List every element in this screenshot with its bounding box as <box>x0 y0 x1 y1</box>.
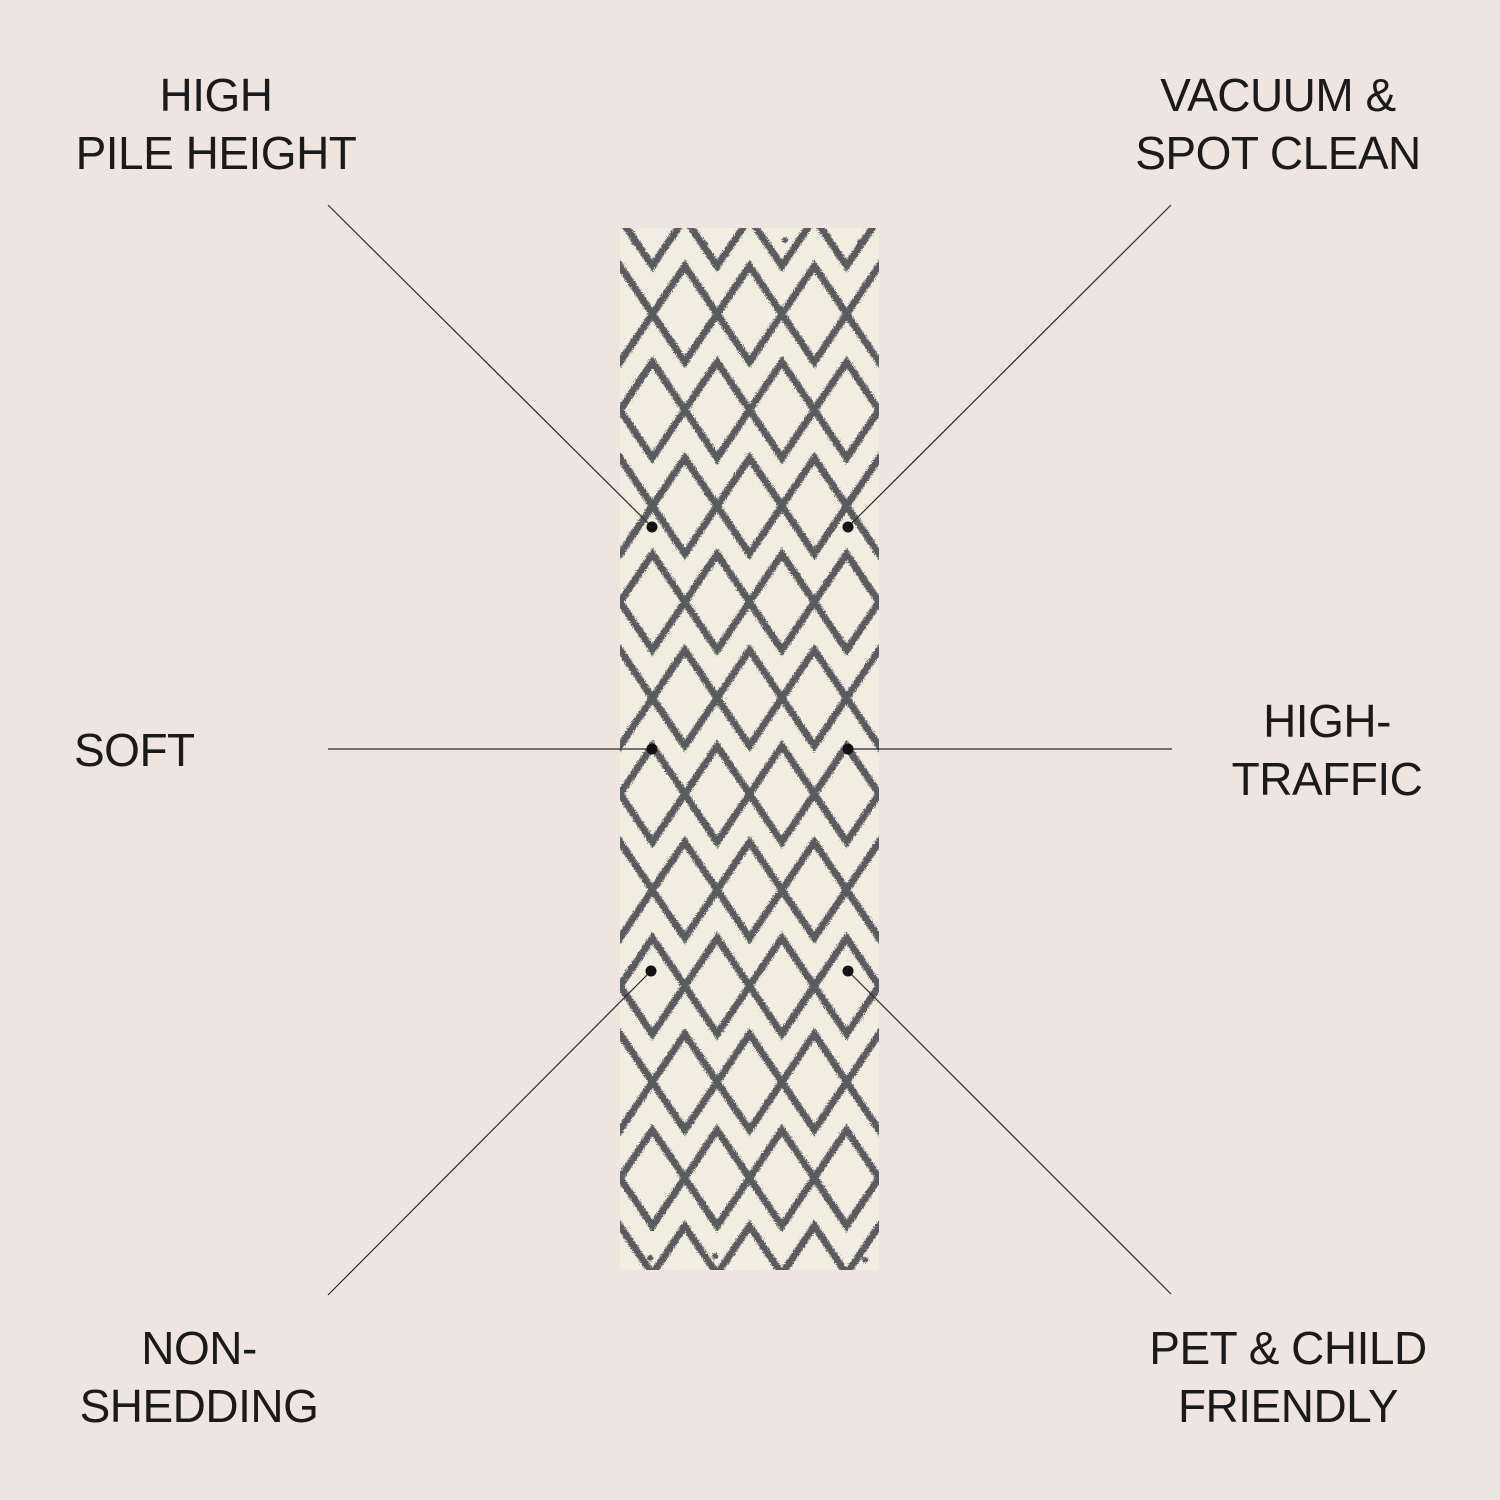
lattice-diamond <box>745 931 819 1041</box>
lattice-diamond <box>810 1123 879 1233</box>
lattice-diamond <box>620 739 690 849</box>
callout-dot-pet-child <box>842 965 854 977</box>
lattice-diamond <box>777 259 851 369</box>
lattice-diamond <box>648 259 722 369</box>
lattice-diamond <box>777 835 851 945</box>
callout-dot-soft <box>646 743 658 755</box>
lattice-diamond <box>816 228 877 273</box>
feature-label-pet-child-friendly: PET & CHILD FRIENDLY <box>1146 1319 1430 1435</box>
lattice-diamond <box>680 931 754 1041</box>
lattice-diamond <box>620 835 657 945</box>
rug-tuft <box>862 1257 868 1263</box>
lattice-diamond <box>680 739 754 849</box>
lattice-diamond <box>620 1123 690 1233</box>
lattice-diamond <box>842 451 879 561</box>
lattice-diamond <box>712 835 787 945</box>
lattice-diamond <box>648 835 722 945</box>
feature-label-line: VACUUM & <box>1160 69 1396 121</box>
lattice-diamond <box>680 355 754 465</box>
feature-label-line: NON- <box>141 1322 257 1374</box>
lattice-diamond <box>777 643 851 753</box>
lattice-diamond <box>745 355 819 465</box>
lattice-diamond <box>712 643 787 753</box>
feature-label-line: HIGH- <box>1263 695 1391 747</box>
callout-dot-high-traffic <box>842 743 854 755</box>
feature-label-non-shedding: NON- SHEDDING <box>74 1319 324 1435</box>
feature-label-high-traffic: HIGH- TRAFFIC <box>1226 692 1428 808</box>
callout-dot-non-shedding <box>645 965 657 977</box>
lattice-diamond <box>780 1219 849 1270</box>
feature-label-line: PET & CHILD <box>1149 1322 1427 1374</box>
feature-label-line: TRAFFIC <box>1231 753 1423 805</box>
lattice-diamond <box>777 451 851 561</box>
lattice-diamond <box>715 1219 784 1270</box>
rug-lattice-pattern <box>620 228 879 1270</box>
lattice-diamond <box>712 1027 787 1137</box>
lattice-diamond <box>648 451 722 561</box>
lattice-diamond <box>745 547 819 657</box>
lattice-diamond <box>745 1123 819 1233</box>
lattice-diamond <box>620 547 690 657</box>
lattice-diamond <box>842 1027 879 1137</box>
lattice-diamond <box>712 451 787 561</box>
lattice-diamond <box>745 739 819 849</box>
lattice-diamond <box>620 451 657 561</box>
callout-line-non-shedding <box>327 970 652 1296</box>
callout-line-vacuum <box>847 204 1172 528</box>
lattice-diamond <box>842 835 879 945</box>
lattice-diamond <box>648 1027 722 1137</box>
lattice-diamond <box>620 1219 654 1270</box>
callout-line-high-pile <box>327 204 653 528</box>
lattice-diamond <box>752 228 812 273</box>
feature-label-soft: SOFT <box>74 721 195 779</box>
feature-label-line: FRIENDLY <box>1177 1380 1399 1432</box>
feature-label-vacuum-spot-clean: VACUUM & SPOT CLEAN <box>1128 66 1428 182</box>
feature-label-line: SPOT CLEAN <box>1135 127 1421 179</box>
rug-tuft <box>647 1255 653 1261</box>
lattice-diamond <box>810 931 879 1041</box>
lattice-diamond <box>842 259 879 369</box>
feature-label-high-pile-height: HIGH PILE HEIGHT <box>72 66 360 182</box>
rug-tuft <box>631 239 637 245</box>
feature-label-line: SOFT <box>74 724 195 776</box>
feature-label-line: PILE HEIGHT <box>75 127 357 179</box>
lattice-diamond <box>712 259 787 369</box>
lattice-diamond <box>620 643 657 753</box>
rug-tuft <box>702 241 708 247</box>
runner-rug-image <box>620 228 879 1270</box>
lattice-diamond <box>620 931 690 1041</box>
lattice-diamond <box>842 643 879 753</box>
rug-tuft <box>782 237 788 243</box>
lattice-diamond <box>810 355 879 465</box>
lattice-diamond <box>620 259 657 369</box>
lattice-diamond <box>622 228 683 273</box>
lattice-diamond <box>620 1027 657 1137</box>
lattice-diamond <box>680 1123 754 1233</box>
lattice-diamond <box>687 228 747 273</box>
callout-dot-vacuum <box>842 521 854 533</box>
callout-line-pet-child <box>847 970 1172 1295</box>
lattice-diamond <box>648 643 722 753</box>
lattice-diamond <box>650 1219 719 1270</box>
lattice-diamond <box>810 547 879 657</box>
lattice-diamond <box>810 739 879 849</box>
feature-label-line: SHEDDING <box>79 1380 319 1432</box>
lattice-diamond <box>620 355 690 465</box>
feature-label-line: HIGH <box>159 69 274 121</box>
lattice-diamond <box>845 1219 879 1270</box>
callout-dot-high-pile <box>646 521 658 533</box>
rug-tuft <box>712 1253 718 1259</box>
lattice-diamond <box>680 547 754 657</box>
rug-tuft <box>857 239 863 245</box>
lattice-diamond <box>777 1027 851 1137</box>
